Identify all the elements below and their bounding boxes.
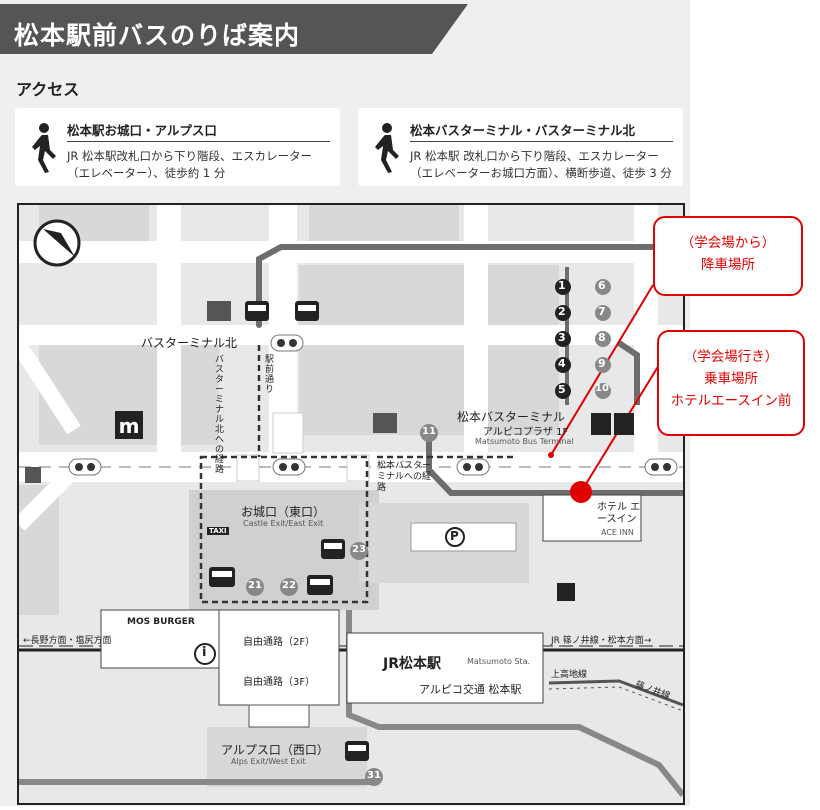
bus-stop-5 [555,383,571,399]
matsumoto-bus-terminal-label: 松本バスターミナル [457,410,566,424]
station-map: m [17,203,685,805]
info-label: i [202,645,207,660]
dropoff-callout-line2: 降車場所 [701,257,755,273]
walking-person-icon [32,123,56,173]
bus-stop-4-label: 4 [558,357,566,370]
header-banner [0,4,468,54]
card-title: 松本駅お城口・アルプス口 [67,123,217,138]
bus-terminal-en-label: Matsumoto Bus Terminal [475,437,574,446]
bus-stop-8-label: 8 [598,331,606,344]
bus-terminal-north-label: バスターミナル北 [141,336,238,350]
card-title: 松本バスターミナル・バスターミナル北 [410,123,636,138]
kamikochi-line-label: 上高地線 [551,670,588,680]
route-to-bt-north-label: バスターミナル北への経路 [215,355,225,475]
taxi-icon: TAXI [207,527,229,535]
jr-station-en-label: Matsumoto Sta. [467,657,531,666]
bus-stop-23-label: 23 [352,544,366,555]
info-icon [194,643,216,665]
access-card-bus-terminal: 松本バスターミナル・バスターミナル北 JR 松本駅 改札口から下り階段、エスカレ… [358,108,683,186]
bus-stop-23 [350,542,368,560]
bus-stop-11 [420,424,438,442]
bus-stop-4 [555,357,571,373]
alpico-station-label: アルピコ交通 松本駅 [419,683,522,696]
page-header: 松本駅前バスのりば案内 [0,4,468,64]
bus-stop-31-label: 31 [367,770,381,781]
mcdonalds-icon: m [115,411,143,439]
bus-stop-2-label: 2 [558,305,566,318]
ekimae-dori-label: 駅前通り [265,355,275,395]
bus-stop-icon [591,413,634,435]
alps-exit-label: アルプス口（西口） [221,743,329,757]
bus-stop-5-label: 5 [558,383,566,396]
dropoff-callout-line1: （学会場から） [680,235,776,251]
page-title: 松本駅前バスのりば案内 [14,21,301,50]
dropoff-callout: （学会場から） 降車場所 [653,216,803,296]
bus-stop-8 [595,331,611,347]
bus-stop-7 [595,305,611,321]
hotel-en-label: ACE INN [601,528,634,537]
traffic-signal-icon [68,334,678,476]
svg-text:m: m [119,414,140,438]
bus-stop-1-label: 1 [558,279,566,292]
bus-stop-3-label: 3 [558,331,566,344]
bus-stop-2 [555,305,571,321]
access-heading: アクセス [16,80,80,99]
oshiroguchi-en-label: Castle Exit/East Exit [243,519,324,528]
hotel-label: ホテル エースイン [597,502,641,525]
bus-stop-31 [365,768,383,786]
walking-person-icon [375,123,399,173]
pickup-callout-line2: 乗車場所 [704,371,758,387]
alpico-plaza-label: アルピコプラザ 1F [483,427,569,438]
hotel-ace-inn [542,494,642,542]
parking-label: P [450,529,459,543]
card-description: JR 松本駅 改札口から下り階段、エスカレーター（エレベーターお城口方面）、横断… [410,149,672,180]
pickup-callout-line1: （学会場行き） [683,349,779,365]
bus-stop-9-label: 9 [598,357,606,370]
store-icon [25,301,397,483]
jr-station-label: JR松本駅 [383,656,441,672]
access-card-oshiro-alps: 松本駅お城口・アルプス口 JR 松本駅改札口から下り階段、エスカレーター（エレベ… [15,108,340,186]
card-divider [410,141,673,142]
bus-stop-3 [555,331,571,347]
route-to-bt-label: 松本バスターミナルへの経路 [377,461,432,493]
alps-exit-en-label: Alps Exit/West Exit [231,757,306,766]
parking-icon [445,527,465,547]
bus-stop-22-label: 22 [282,580,296,591]
bus-stop-11-label: 11 [422,426,436,437]
pickup-callout: （学会場行き） 乗車場所 ホテルエースイン前 [657,330,805,436]
bus-stop-6-label: 6 [598,279,606,292]
bus-stop-21-label: 21 [248,580,262,591]
pickup-callout-line3: ホテルエースイン前 [670,393,792,409]
jiyu-dori2-label: 自由通路（3F） [243,677,316,688]
card-description: JR 松本駅改札口から下り階段、エスカレーター（エレベーター）、徒歩約 1 分 [67,149,313,180]
bus-stop-21 [246,578,264,596]
bus-stop-7-label: 7 [598,305,606,318]
bus-stop-1 [555,279,571,295]
bus-stop-10-label: 10 [595,383,609,394]
bus-stop-9 [595,357,611,373]
bus-stop-10 [595,383,611,399]
oshiroguchi-label: お城口（東口） [241,505,326,519]
bus-stop-22 [280,578,298,596]
jiyu-dori-label: 自由通路（2F） [243,637,316,648]
bus-stop-6 [595,279,611,295]
direction-east-label: JR 篠ノ井線・松本方面→ [551,636,652,646]
card-divider [67,141,330,142]
elevator-icon [557,583,575,601]
mos-burger-label: MOS BURGER [127,617,195,627]
compass-icon [33,219,81,267]
map-graphics: m [19,205,683,797]
jr-matsumoto-station [346,632,544,704]
direction-west-label: ←長野方面・塩尻方面 [23,636,112,646]
